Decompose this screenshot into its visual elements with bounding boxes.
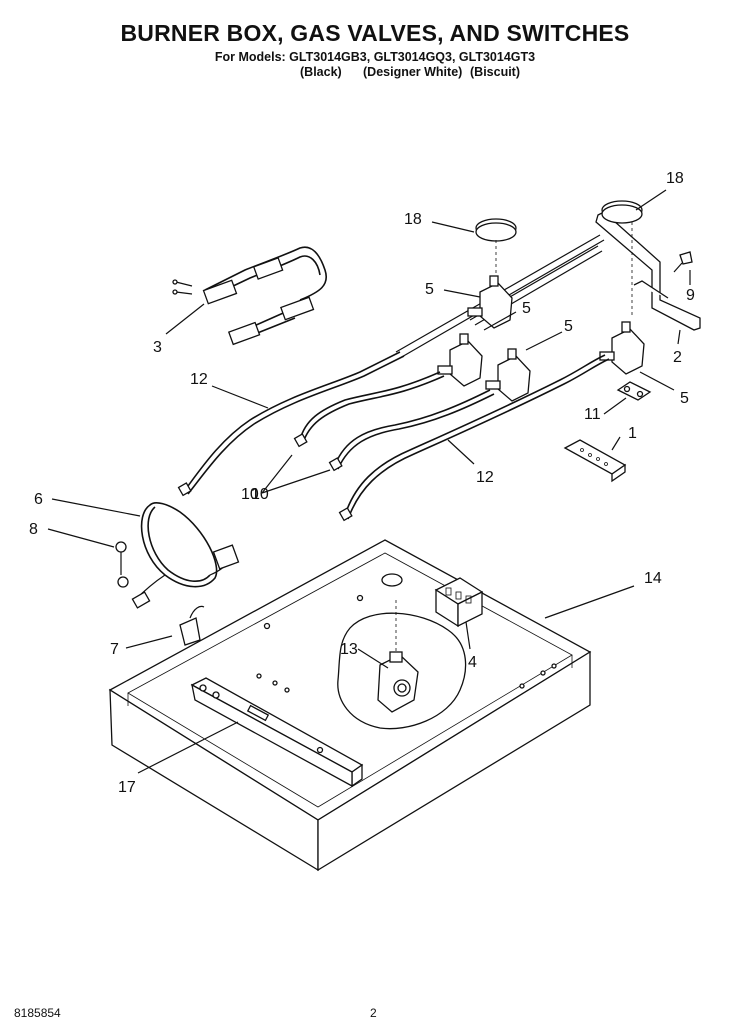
callout-5a: 5 xyxy=(425,281,434,298)
callout-10a: 10 xyxy=(241,486,259,503)
callout-14: 14 xyxy=(644,570,662,587)
callout-6: 6 xyxy=(34,491,43,508)
color-designer-white: (Designer White) xyxy=(363,65,463,79)
callout-5b: 5 xyxy=(522,300,531,317)
callout-18b: 18 xyxy=(666,170,684,187)
color-black: (Black) xyxy=(300,65,342,79)
screw-8 xyxy=(115,541,129,588)
manifold-pipes xyxy=(395,211,701,359)
callout-5d: 5 xyxy=(680,390,689,407)
valve-3 xyxy=(485,348,531,402)
callout-7: 7 xyxy=(110,641,119,658)
bracket-11 xyxy=(616,381,652,401)
callout-10b: 10 xyxy=(251,486,269,503)
part-number: 8185854 xyxy=(14,1006,61,1020)
terminal-strip-1 xyxy=(563,439,627,483)
callout-18a: 18 xyxy=(404,211,422,228)
leader-lines xyxy=(47,189,691,774)
spark-module-bar xyxy=(190,677,364,788)
callout-5c: 5 xyxy=(564,318,573,335)
screw-9 xyxy=(673,251,693,273)
models-line: For Models: GLT3014GB3, GLT3014GQ3, GLT3… xyxy=(214,50,536,64)
burner-cap-left xyxy=(475,218,517,285)
valve-1 xyxy=(467,275,513,329)
valve-2 xyxy=(437,333,483,387)
burner-box xyxy=(108,539,592,872)
callout-4: 4 xyxy=(468,654,477,671)
callout-9: 9 xyxy=(686,287,695,304)
callout-1: 1 xyxy=(628,425,637,442)
center-valve xyxy=(377,600,419,713)
switch-part xyxy=(434,577,484,628)
callout-3: 3 xyxy=(153,339,162,356)
wire-harness xyxy=(131,502,240,609)
gas-tubes xyxy=(177,351,610,522)
callout-12a: 12 xyxy=(190,371,208,388)
burner-cap-right xyxy=(601,200,643,318)
callout-8: 8 xyxy=(29,521,38,538)
model-colors: (Black) (Designer White) (Biscuit) xyxy=(0,65,750,81)
page-number: 2 xyxy=(370,1006,377,1020)
callout-labels: 1 2 3 4 5 5 5 5 6 7 8 9 10 10 11 12 12 1… xyxy=(29,170,695,796)
wire-clip-7 xyxy=(179,605,205,646)
page-title: BURNER BOX, GAS VALVES, AND SWITCHES xyxy=(120,20,630,46)
color-biscuit: (Biscuit) xyxy=(470,65,520,79)
ignitor-wires xyxy=(172,246,327,346)
callout-2: 2 xyxy=(673,349,682,366)
callout-13: 13 xyxy=(340,641,358,658)
callout-17: 17 xyxy=(118,779,136,796)
callout-11: 11 xyxy=(584,406,601,423)
callout-12b: 12 xyxy=(476,469,494,486)
valve-4 xyxy=(599,321,645,375)
